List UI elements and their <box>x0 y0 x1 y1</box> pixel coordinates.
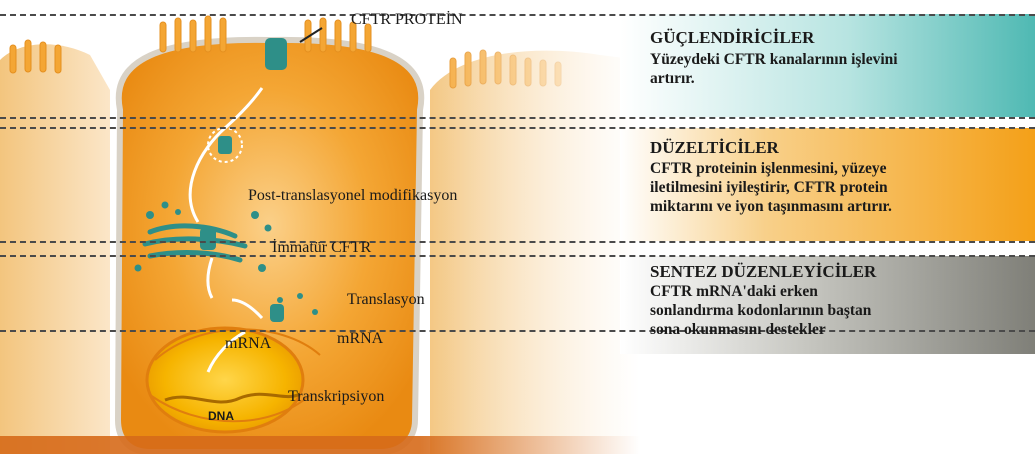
synthesis-modulators-line: sonlandırma kodonlarının baştan <box>650 301 1035 320</box>
label-dna: DNA <box>208 410 234 422</box>
correctors-line: iletilmesini iyileştirir, CFTR protein <box>650 178 1035 197</box>
label-translation: Translasyon <box>347 292 425 308</box>
correctors-description: CFTR proteinin işlenmesini, yüzeye ileti… <box>650 159 1035 216</box>
synthesis-modulators-line: sona okunmasını destekler <box>650 320 1035 339</box>
potentiators-description: Yüzeydeki CFTR kanalarının işlevini artı… <box>650 50 1035 88</box>
correctors-title: DÜZELTİCİLER <box>650 138 779 158</box>
separator-line <box>0 241 1035 243</box>
label-mrna-nucleus: mRNA <box>225 336 271 352</box>
correctors-box: DÜZELTİCİLER CFTR proteinin işlenmesini,… <box>620 128 1035 241</box>
label-cftr-protein: CFTR PROTEİN <box>351 12 463 28</box>
potentiators-line: Yüzeydeki CFTR kanalarının işlevini <box>650 50 1035 69</box>
synthesis-modulators-title: SENTEZ DÜZENLEYİCİLER <box>650 262 876 282</box>
synthesis-modulators-line: CFTR mRNA'daki erken <box>650 282 1035 301</box>
label-immature-cftr: İmmatür CFTR <box>272 240 371 256</box>
potentiators-box: GÜÇLENDİRİCİLER Yüzeydeki CFTR kanaların… <box>620 14 1035 117</box>
label-post-translational: Post-translasyonel modifikasyon <box>248 188 457 204</box>
separator-line <box>0 117 1035 119</box>
potentiators-title: GÜÇLENDİRİCİLER <box>650 28 814 48</box>
potentiators-line: artırır. <box>650 69 1035 88</box>
label-mrna-cytoplasm: mRNA <box>337 331 383 347</box>
correctors-line: miktarını ve iyon taşınmasını artırır. <box>650 197 1035 216</box>
correctors-line: CFTR proteinin işlenmesini, yüzeye <box>650 159 1035 178</box>
synthesis-modulators-box: SENTEZ DÜZENLEYİCİLER CFTR mRNA'daki erk… <box>620 256 1035 354</box>
synthesis-modulators-description: CFTR mRNA'daki erken sonlandırma kodonla… <box>650 282 1035 339</box>
label-transcription: Transkripsiyon <box>288 389 384 405</box>
